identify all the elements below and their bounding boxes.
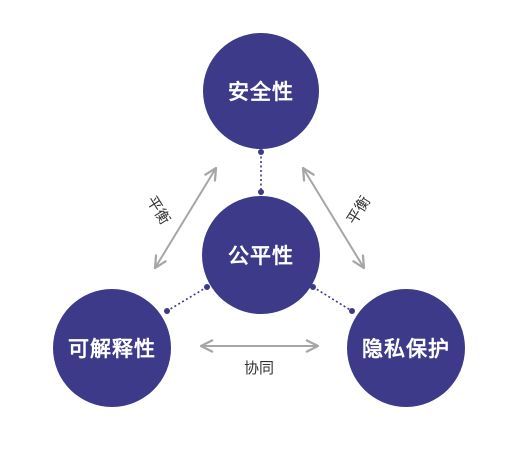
node-safety-label: 安全性 <box>228 80 294 104</box>
dotted-connector-top <box>258 149 264 195</box>
node-fairness-label: 公平性 <box>228 244 294 268</box>
node-explainability: 可解释性 <box>53 289 171 407</box>
balance-arrow-left <box>153 166 218 270</box>
dotted-connector-right <box>310 284 355 314</box>
node-fairness: 公平性 <box>202 196 320 314</box>
node-privacy-label: 隐私保护 <box>362 337 450 361</box>
dotted-connector-left <box>164 284 210 314</box>
balance-arrow-right <box>301 166 366 270</box>
collaborate-label: 协同 <box>244 359 275 377</box>
node-safety: 安全性 <box>203 33 319 149</box>
node-explainability-label: 可解释性 <box>68 337 156 361</box>
node-privacy: 隐私保护 <box>347 289 465 407</box>
